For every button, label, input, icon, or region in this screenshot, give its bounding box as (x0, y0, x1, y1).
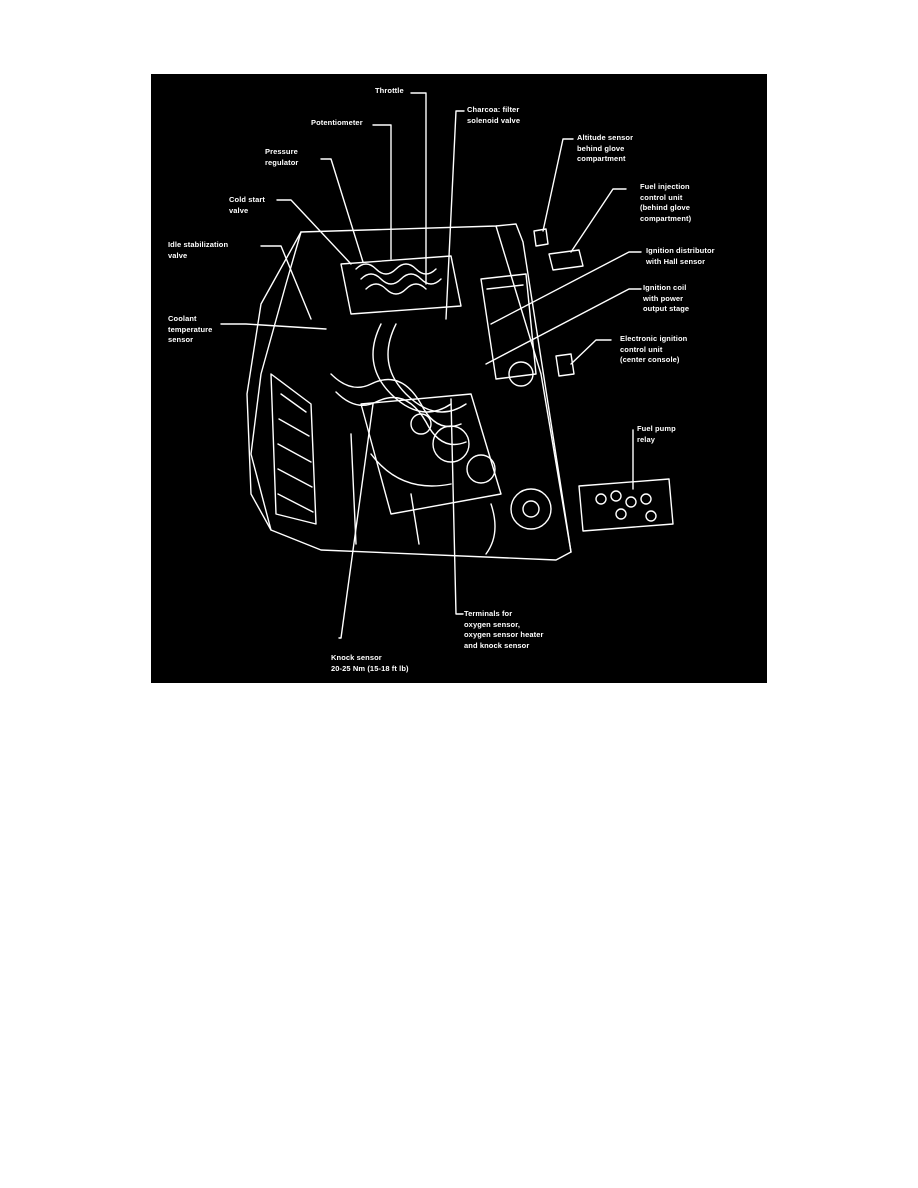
label-altitude-sensor: Altitude sensor behind glove compartment (577, 133, 634, 163)
label-knock-sensor: Knock sensor 20-25 Nm (15-18 ft lb) (331, 653, 409, 673)
engine-line-art (220, 92, 674, 639)
leader-potentiometer (372, 124, 392, 260)
label-fuel-pump-relay: Fuel pump relay (637, 424, 676, 444)
leader-distributor (490, 251, 642, 325)
label-ignition-distributor: Ignition distributor with Hall sensor (646, 246, 715, 266)
fuel-pump-relay-box (578, 478, 674, 532)
leader-knock (338, 403, 374, 639)
leader-throttle (410, 92, 427, 285)
leader-idle (260, 245, 312, 320)
leader-cold-start (276, 199, 352, 265)
altitude-sensor (533, 228, 549, 247)
radiator (270, 373, 317, 525)
label-charcoal-filter: Charcoa: filter solenoid valve (467, 105, 521, 125)
leader-pressure (320, 158, 364, 263)
label-electronic-ignition-unit: Electronic ignition control unit (center… (620, 334, 688, 364)
label-pressure-regulator: Pressure regulator (265, 147, 299, 167)
engine-block (360, 393, 502, 515)
bay-right-wall (495, 225, 572, 553)
fuel-injection-unit (548, 249, 584, 271)
engine-compartment-diagram: Throttle Potentiometer Charcoa: filter s… (151, 74, 767, 683)
bay-left-fender (246, 231, 302, 531)
leader-fuel-injection (570, 188, 627, 253)
label-fuel-injection-unit: Fuel injection control unit (behind glov… (640, 182, 692, 223)
label-cold-start-valve: Cold start valve (229, 195, 266, 215)
leader-coil (485, 288, 642, 365)
label-throttle: Throttle (375, 86, 404, 95)
leader-altitude (542, 138, 574, 232)
leader-electronic-ign (570, 339, 612, 365)
engine-bay-outline (250, 223, 572, 561)
label-potentiometer: Potentiometer (311, 118, 363, 127)
label-ignition-coil: Ignition coil with power output stage (643, 283, 690, 313)
leader-coolant (220, 323, 327, 330)
intake-manifold (340, 255, 462, 315)
ignition-control-unit (555, 353, 575, 377)
air-filter-housing (480, 273, 537, 380)
label-coolant-temp-sensor: Coolant temperature sensor (168, 314, 213, 344)
leader-terminals (450, 398, 464, 615)
leader-charcoal (445, 110, 465, 320)
label-idle-stabilization: Idle stabilization valve (168, 240, 229, 260)
label-terminals: Terminals for oxygen sensor, oxygen sens… (464, 609, 544, 650)
coolant-hose (330, 373, 462, 428)
